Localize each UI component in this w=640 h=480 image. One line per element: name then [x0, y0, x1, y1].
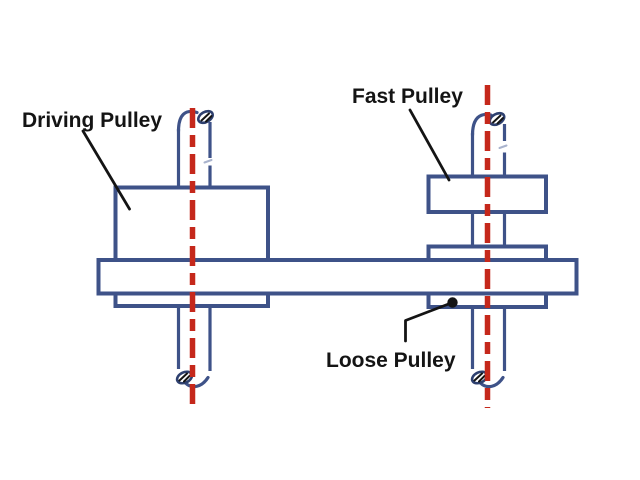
driven-shaft-lower — [470, 307, 507, 389]
fast-pulley-label: Fast Pulley — [352, 85, 463, 108]
loose-pulley-leader-dot — [447, 297, 458, 308]
driving-pulley-label: Driving Pulley — [22, 109, 162, 132]
driving-shaft-break-tick — [203, 159, 213, 164]
driving-shaft-top-hatch — [200, 112, 213, 123]
labels: Driving Pulley Fast Pulley Loose Pulley — [22, 85, 463, 372]
driving-shaft-upper — [176, 109, 215, 189]
driving-shaft-bottom-hatch — [178, 372, 191, 383]
driven-shaft-top-hatch — [492, 114, 504, 125]
driven-shaft-upper — [470, 111, 508, 177]
driven-shaft-bottom-hatch — [473, 372, 486, 383]
loose-pulley-leader-line — [404, 301, 454, 343]
centerlines — [189, 85, 491, 410]
blue-structure — [96, 109, 579, 389]
driven-shaft-bottom-curl — [478, 375, 505, 389]
driven-shaft-break-tick — [498, 144, 508, 149]
driving-shaft-bottom-curl — [183, 375, 210, 389]
belt-bar — [96, 258, 579, 296]
driving-pulley-leader-line — [81, 129, 131, 211]
driven-shaft-middle — [470, 212, 507, 247]
loose-pulley-label: Loose Pulley — [326, 349, 456, 372]
driving-shaft-lower — [175, 306, 212, 389]
fast-pulley-leader-line — [408, 108, 451, 182]
